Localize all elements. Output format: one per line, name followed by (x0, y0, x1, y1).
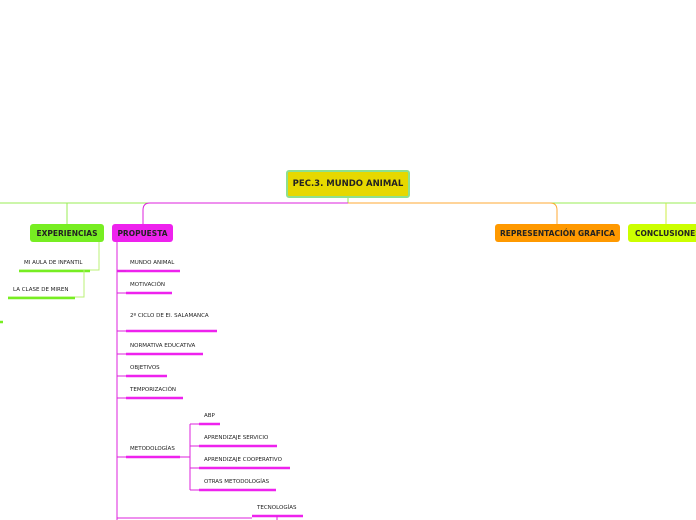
node-aprendizaje-servicio[interactable]: APRENDIZAJE SERVICIO (204, 435, 268, 442)
node-2-ciclo-ei-salamanca[interactable]: 2º CICLO DE EI. SALAMANCA (130, 313, 209, 320)
node-metodologias[interactable]: METODOLOGÍAS (130, 446, 175, 453)
node-label: APRENDIZAJE COOPERATIVO (204, 457, 282, 463)
node-label: APRENDIZAJE SERVICIO (204, 435, 269, 441)
node-la-clase-de-miren[interactable]: LA CLASE DE MIREN (13, 287, 68, 294)
node-objetivos[interactable]: OBJETIVOS (130, 365, 160, 372)
node-label: METODOLOGÍAS (130, 446, 175, 452)
node-mundo-animal[interactable]: MUNDO ANIMAL (130, 260, 174, 267)
branch-conclusiones[interactable]: CONCLUSIONES (628, 224, 696, 242)
root-node[interactable]: PEC.3. MUNDO ANIMAL (286, 170, 410, 198)
propuesta-ticks (117, 270, 126, 458)
node-mi-aula-de-infantil[interactable]: MI AULA DE INFANTIL (24, 260, 82, 267)
branch-representacion-grafica[interactable]: REPRESENTACIÓN GRAFICA (495, 224, 620, 242)
node-otras-metodologias[interactable]: OTRAS METODOLOGÍAS (204, 479, 269, 486)
branch-label: EXPERIENCIAS (36, 228, 98, 238)
representacion-connector (348, 202, 558, 224)
node-label: MI AULA DE INFANTIL (24, 260, 83, 266)
node-label: ABP (204, 413, 215, 419)
node-label: NORMATIVA EDUCATIVA (130, 343, 196, 349)
node-label: OBJETIVOS (130, 365, 160, 371)
node-label: 2º CICLO DE EI. SALAMANCA (130, 313, 209, 319)
node-temporizacion[interactable]: TEMPORIZACIÓN (130, 387, 176, 394)
propuesta-connector (142, 202, 348, 224)
node-label: MUNDO ANIMAL (130, 260, 175, 266)
node-label: TEMPORIZACIÓN (130, 387, 177, 393)
node-motivacion[interactable]: MOTIVACIÓN (130, 282, 165, 289)
branch-propuesta[interactable]: PROPUESTA (112, 224, 173, 242)
node-label: TECNOLOGÍAS (257, 505, 297, 511)
node-label: MOTIVACIÓN (130, 282, 166, 288)
branch-label: CONCLUSIONES (635, 228, 696, 238)
metodologias-ticks (190, 423, 199, 491)
branch-label: REPRESENTACIÓN GRAFICA (500, 228, 615, 238)
node-normativa-educativa[interactable]: NORMATIVA EDUCATIVA (130, 343, 195, 350)
root-label: PEC.3. MUNDO ANIMAL (292, 179, 404, 189)
node-aprendizaje-cooperativo[interactable]: APRENDIZAJE COOPERATIVO (204, 457, 282, 464)
branch-experiencias[interactable]: EXPERIENCIAS (30, 224, 104, 242)
node-label: LA CLASE DE MIREN (13, 287, 69, 293)
node-abp[interactable]: ABP (204, 413, 215, 420)
branch-label: PROPUESTA (117, 228, 168, 238)
node-label: OTRAS METODOLOGÍAS (204, 479, 270, 485)
node-tecnologias[interactable]: TECNOLOGÍAS (257, 505, 296, 512)
